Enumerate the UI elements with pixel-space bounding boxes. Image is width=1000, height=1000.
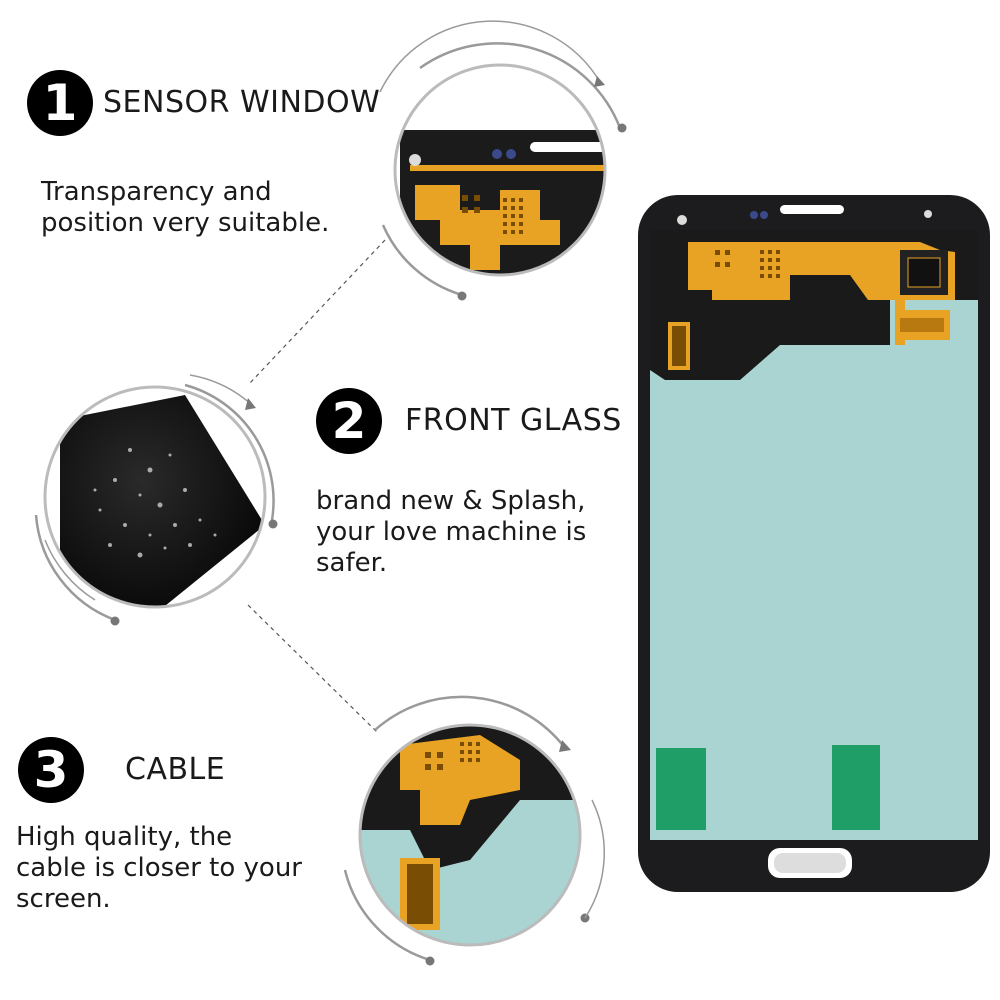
sensor-window-magnifier xyxy=(379,20,627,301)
feature-description-sensor-window: Transparency and position very suitable. xyxy=(41,177,330,238)
feature-number-badge: 3 xyxy=(18,737,84,803)
feature-title-cable: CABLE xyxy=(125,752,226,787)
lcd-panel-image xyxy=(638,195,990,892)
feature-description-cable: High quality, the cable is closer to you… xyxy=(16,822,302,914)
connector-line xyxy=(249,239,386,384)
feature-title-sensor-window: SENSOR WINDOW xyxy=(103,85,381,120)
front-glass-magnifier xyxy=(34,374,278,626)
feature-title-front-glass: FRONT GLASS xyxy=(405,403,622,438)
feature-number-badge: 1 xyxy=(27,70,93,136)
cable-magnifier xyxy=(343,695,605,966)
feature-description-front-glass: brand new & Splash, your love machine is… xyxy=(316,486,587,578)
connector-line xyxy=(247,604,379,734)
feature-number-badge: 2 xyxy=(316,388,382,454)
